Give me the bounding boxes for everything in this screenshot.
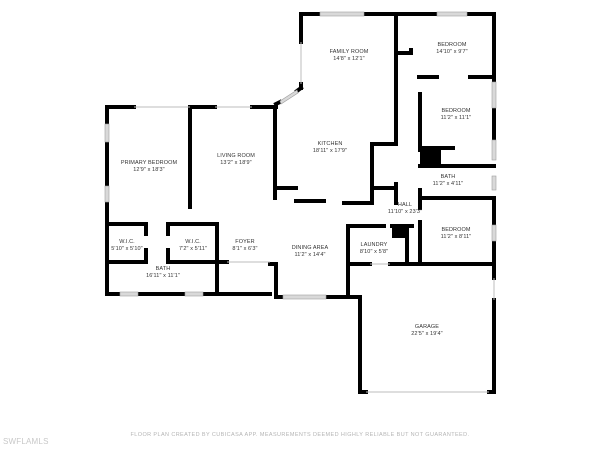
room-label-foyer: FOYER 8'1" x 6'3" xyxy=(232,239,257,253)
room-dimensions: 14'10" x 9'7" xyxy=(436,49,468,55)
room-label-wic-2: W.I.C. 7'2" x 5'11" xyxy=(179,239,207,253)
room-name: GARAGE xyxy=(414,324,440,330)
room-dimensions: 16'11" x 11'1" xyxy=(146,273,180,279)
room-name: PRIMARY BEDROOM xyxy=(120,160,178,166)
room-dimensions: 13'2" x 18'9" xyxy=(220,160,252,166)
room-name: FAMILY ROOM xyxy=(329,49,369,55)
room-dimensions: 12'9" x 18'3" xyxy=(133,167,165,173)
room-label-living-room: LIVING ROOM 13'2" x 18'9" xyxy=(217,153,255,167)
room-label-bedroom-1: BEDROOM 14'10" x 9'7" xyxy=(436,42,467,56)
room-label-primary-bedroom: PRIMARY BEDROOM 12'9" x 18'3" xyxy=(121,160,177,174)
room-dimensions: 11'2" x 11'1" xyxy=(440,115,472,121)
room-name: LAUNDRY xyxy=(360,242,388,248)
room-dimensions: 18'11" x 17'9" xyxy=(312,148,348,154)
room-name: BEDROOM xyxy=(437,42,467,48)
room-label-kitchen: KITCHEN 18'11" x 17'9" xyxy=(313,141,347,155)
watermark-logo: SWFLAMLS xyxy=(3,437,49,446)
room-label-hall: HALL 11'10" x 23'3" xyxy=(388,202,422,216)
door-openings xyxy=(134,42,495,393)
room-dimensions: 22'5" x 19'4" xyxy=(411,331,443,337)
room-dimensions: 8'1" x 6'3" xyxy=(232,246,258,252)
room-name: DINING AREA xyxy=(291,245,329,251)
windows xyxy=(104,11,497,300)
room-label-family-room: FAMILY ROOM 14'8" x 12'1" xyxy=(330,49,369,63)
disclaimer-text: FLOOR PLAN CREATED BY CUBICASA APP. MEAS… xyxy=(130,432,470,438)
room-dimensions: 8'10" x 5'8" xyxy=(359,249,389,255)
room-label-garage: GARAGE 22'5" x 19'4" xyxy=(411,324,442,338)
room-label-wic-1: W.I.C. 5'10" x 5'10" xyxy=(111,239,142,253)
room-dimensions: 11'2" x 8'11" xyxy=(440,234,472,240)
room-dimensions: 7'2" x 5'11" xyxy=(179,246,207,252)
room-dimensions: 11'2" x 14'4" xyxy=(294,252,326,258)
room-label-bedroom-2: BEDROOM 11'2" x 11'1" xyxy=(441,108,472,122)
interior-walls xyxy=(105,12,496,299)
room-dimensions: 14'8" x 12'1" xyxy=(333,56,365,62)
room-dimensions: 11'10" x 23'3" xyxy=(387,209,423,215)
room-name: W.I.C. xyxy=(119,239,135,245)
room-label-bath-2: BATH 11'2" x 4'11" xyxy=(433,174,464,188)
room-name: BATH xyxy=(440,174,456,180)
room-name: BATH xyxy=(155,266,171,272)
room-name: HALL xyxy=(397,202,413,208)
room-name: LIVING ROOM xyxy=(217,153,255,159)
room-name: W.I.C. xyxy=(185,239,201,245)
room-label-laundry: LAUNDRY 8'10" x 5'8" xyxy=(360,242,388,256)
room-name: BEDROOM xyxy=(441,227,471,233)
room-label-dining-area: DINING AREA 11'2" x 14'4" xyxy=(292,245,329,259)
room-name: BEDROOM xyxy=(441,108,471,114)
room-name: FOYER xyxy=(235,239,255,245)
room-dimensions: 11'2" x 4'11" xyxy=(432,181,464,187)
room-dimensions: 5'10" x 5'10" xyxy=(111,246,143,252)
room-label-bedroom-3: BEDROOM 11'2" x 8'11" xyxy=(441,227,472,241)
room-label-primary-bath: BATH 16'11" x 11'1" xyxy=(146,266,180,280)
room-name: KITCHEN xyxy=(317,141,343,147)
